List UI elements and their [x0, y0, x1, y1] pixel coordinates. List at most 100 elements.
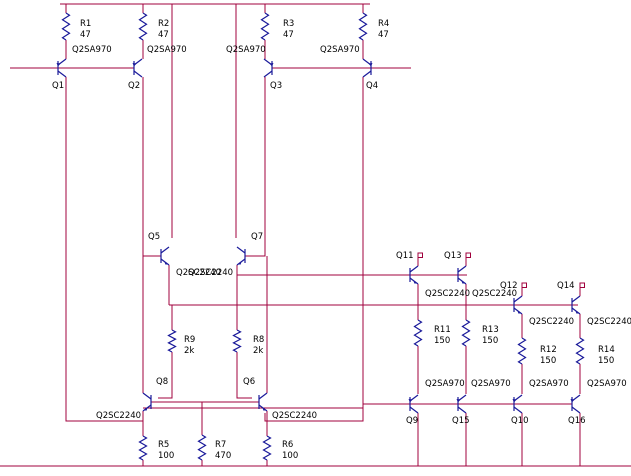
label-R14: R14: [598, 345, 615, 355]
devices: [56, 12, 585, 461]
emitter-arrow: [408, 399, 413, 403]
label-Q16: Q16: [568, 416, 586, 426]
emitter-arrow: [238, 260, 242, 265]
label-Q13: Q13: [444, 251, 462, 261]
r9-bottom: [158, 352, 173, 399]
lead-lower: [133, 70, 143, 78]
lead-lower: [57, 70, 67, 78]
label-R12: R12: [540, 345, 557, 355]
terminal-Q12: [521, 282, 527, 288]
part-Q2: Q2SA970: [147, 45, 187, 55]
r8-bottom: [236, 352, 252, 399]
value-R8: 2k: [253, 346, 263, 356]
value-R6: 100: [282, 451, 298, 461]
label-Q11: Q11: [396, 251, 414, 261]
lead-lower: [362, 70, 372, 78]
value-R2: 47: [158, 30, 169, 40]
part-Q16: Q2SA970: [587, 379, 627, 389]
value-R5: 100: [158, 451, 174, 461]
collector-Q11: [417, 256, 420, 266]
transistor-Q8: [142, 392, 152, 412]
part-Q10: Q2SA970: [529, 379, 569, 389]
label-Q1: Q1: [52, 81, 64, 91]
label-R6: R6: [282, 440, 293, 450]
label-R2: R2: [158, 19, 169, 29]
resistor-R1: [61, 12, 71, 41]
transistor-Q3: [263, 58, 274, 78]
emitter-arrow: [461, 279, 465, 284]
lead-upper: [142, 392, 152, 400]
lead-upper: [457, 265, 467, 273]
lead-upper: [513, 295, 523, 303]
transistor-Q14: [571, 295, 581, 315]
value-R11: 150: [434, 336, 450, 346]
transistor-Q15: [456, 394, 467, 414]
part-Q12: Q2SC2240: [529, 317, 574, 327]
transistor-Q7: [236, 246, 246, 266]
terminal-Q13: [465, 252, 471, 258]
transistor-Q6: [258, 392, 268, 412]
label-Q10: Q10: [511, 416, 529, 426]
part-Q6: Q2SC2240: [272, 411, 317, 421]
lead-upper: [236, 246, 246, 254]
resistor-R13: [461, 319, 471, 347]
transistor-Q4: [362, 58, 373, 78]
terminal-Q14: [579, 282, 585, 288]
lead-upper: [258, 392, 268, 400]
label-R13: R13: [482, 325, 499, 335]
q4-collector-net: [264, 77, 364, 422]
resistor-R9: [167, 329, 177, 353]
collector-Q14: [579, 286, 582, 296]
transistor-Q13: [457, 265, 467, 285]
label-Q6: Q6: [243, 377, 255, 387]
transistor-Q16: [570, 394, 581, 414]
lead-upper: [160, 246, 170, 254]
transistor-Q12: [513, 295, 523, 315]
lead-lower: [571, 406, 581, 414]
value-R7: 470: [215, 451, 231, 461]
value-R3: 47: [283, 30, 294, 40]
label-Q15: Q15: [452, 416, 470, 426]
output-terminals: [417, 252, 585, 288]
part-Q8: Q2SC2240: [96, 411, 141, 421]
emitter-arrow: [132, 63, 137, 67]
emitter-arrow: [56, 63, 61, 67]
label-Q3: Q3: [270, 81, 282, 91]
value-R13: 150: [482, 336, 498, 346]
label-Q9: Q9: [406, 416, 418, 426]
terminal-Q11: [417, 252, 423, 258]
transistor-Q5: [160, 246, 170, 266]
value-R4: 47: [378, 30, 389, 40]
part-Q4: Q2SA970: [320, 45, 360, 55]
emitter-arrow: [512, 399, 517, 403]
label-Q7: Q7: [251, 232, 263, 242]
resistor-R8: [232, 329, 242, 353]
part-Q13: Q2SC2240: [472, 289, 517, 299]
collector-Q13: [465, 256, 468, 266]
label-R1: R1: [80, 19, 91, 29]
value-R1: 47: [80, 30, 91, 40]
resistor-R7: [197, 434, 207, 461]
resistor-R5: [138, 435, 148, 461]
lead-upper: [571, 295, 581, 303]
label-R7: R7: [215, 440, 226, 450]
labels: Q1Q2SA970R147Q2Q2SA970R247Q3Q2SA970R347Q…: [52, 19, 631, 461]
lead-lower: [457, 406, 467, 414]
part-Q3: Q2SA970: [226, 45, 266, 55]
value-R14: 150: [598, 356, 614, 366]
part-Q11: Q2SC2240: [425, 289, 470, 299]
value-R9: 2k: [184, 346, 194, 356]
q7-base: [245, 238, 266, 257]
emitter-arrow: [262, 406, 266, 411]
label-Q4: Q4: [366, 81, 378, 91]
label-Q8: Q8: [156, 377, 168, 387]
emitter-arrow: [413, 279, 417, 284]
label-Q2: Q2: [128, 81, 140, 91]
q1-collector-net: [65, 77, 144, 422]
emitter-arrow: [575, 309, 579, 314]
emitter-arrow: [517, 309, 521, 314]
transistor-Q11: [409, 265, 419, 285]
resistor-R6: [262, 435, 272, 461]
part-Q9: Q2SA970: [425, 379, 465, 389]
